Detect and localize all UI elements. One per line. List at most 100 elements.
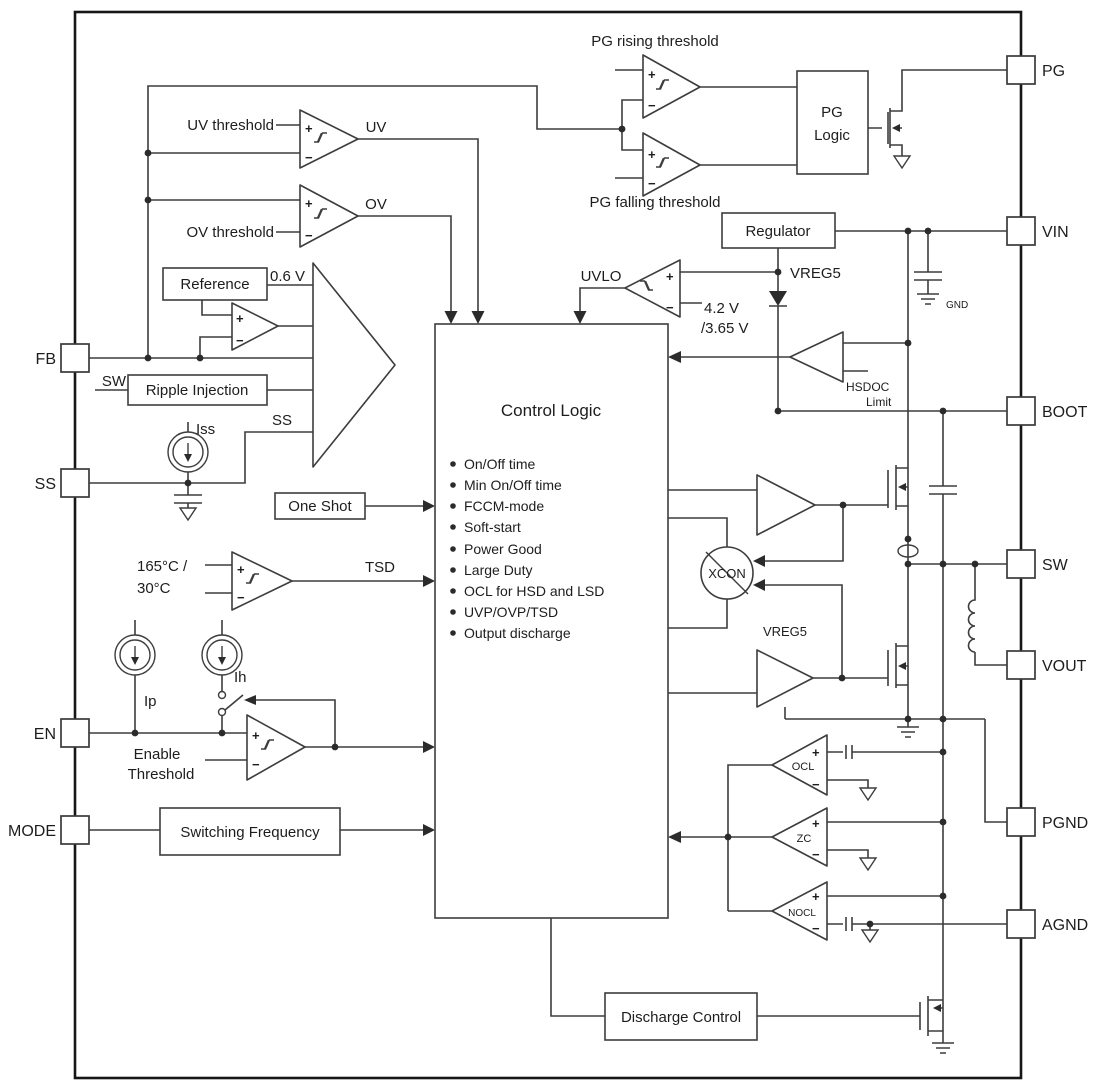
wire-vin	[835, 230, 1007, 294]
pin-vout	[1006, 650, 1036, 680]
wire-hs-fet	[887, 465, 909, 564]
ground-icon-ocl	[859, 787, 877, 801]
current-sense-oval	[897, 544, 919, 558]
list-item: OCL for HSD and LSD	[464, 583, 604, 599]
arrow-ocl-bus	[668, 831, 681, 843]
comparator-pg-falling	[642, 132, 701, 197]
comparator-enable	[246, 714, 306, 781]
block-discharge-control	[604, 992, 758, 1041]
wire-uvlo	[579, 271, 778, 311]
wire-ls-driver	[668, 584, 888, 694]
wire-discharge	[550, 918, 943, 1036]
minus-sign: −	[252, 757, 260, 772]
enable-threshold-2: Threshold	[128, 766, 195, 783]
minus-sign: −	[812, 847, 820, 862]
vreg5-node-label: VREG5	[790, 265, 841, 282]
plus-sign: +	[812, 816, 820, 831]
minus-sign: −	[648, 98, 656, 113]
pin-agnd	[1006, 909, 1036, 939]
pin-label-pgnd: PGND	[1042, 815, 1088, 832]
comparator-uvlo	[624, 259, 681, 318]
regulator-label: Regulator	[745, 223, 810, 240]
pin-label-ss: SS	[35, 476, 56, 493]
reference-label: Reference	[180, 276, 249, 293]
wire-uv	[148, 124, 479, 311]
pin-ss	[60, 468, 90, 498]
current-source-ip	[114, 634, 156, 676]
pin-mode	[60, 815, 90, 845]
comparator-zc	[771, 807, 828, 867]
ripple-injection-label: Ripple Injection	[146, 382, 249, 399]
list-item: UVP/OVP/TSD	[464, 604, 558, 620]
block-pg-logic	[796, 70, 869, 175]
list-item: Large Duty	[464, 562, 532, 578]
pin-label-sw: SW	[1042, 557, 1069, 574]
minus-sign: −	[666, 300, 674, 315]
hsdoc-limit-label: Limit	[866, 395, 892, 409]
arrow-xcon-top	[753, 555, 765, 567]
arrowheads	[244, 124, 941, 1012]
wire-pg-comp	[615, 69, 797, 179]
polarity-signs: +− +− +− +− +− +− +− +− +− +− +−	[236, 67, 820, 936]
pin-label-vin: VIN	[1042, 224, 1069, 241]
comparator-ocl	[771, 734, 828, 796]
minus-sign: −	[812, 777, 820, 792]
wire-boot	[778, 410, 1007, 564]
arrow-en	[423, 741, 435, 753]
xcon-label: XCON	[708, 566, 746, 581]
blocks	[127, 70, 869, 1041]
arrow-hsdoc	[668, 351, 681, 363]
pin-fb	[60, 343, 90, 373]
wire-hs-driver	[668, 489, 888, 562]
plus-sign: +	[305, 196, 313, 211]
gnd-icon-ls-source	[896, 726, 920, 738]
wire-reference	[199, 284, 313, 358]
comparator-ov	[299, 184, 359, 248]
comparator-uv	[299, 109, 359, 169]
wire-inductor	[967, 564, 1007, 666]
diode-vreg5	[769, 291, 787, 306]
comparators	[231, 54, 919, 941]
ip-label: Ip	[144, 693, 157, 710]
wire-gnd-row	[784, 707, 1007, 823]
block-control-logic	[434, 323, 669, 919]
pin-label-boot: BOOT	[1042, 404, 1088, 421]
vref-label: 0.6 V	[270, 268, 305, 285]
minus-sign: −	[648, 176, 656, 191]
minus-sign: −	[812, 921, 820, 936]
list-item: FCCM-mode	[464, 498, 544, 514]
gnd-icon-vin-cap	[916, 293, 940, 305]
switching-frequency-label: Switching Frequency	[180, 824, 320, 841]
arrow-ov-into-logic	[444, 311, 458, 324]
amp-hsdoc	[789, 331, 844, 383]
block-regulator	[721, 212, 836, 249]
ocl-label: OCL	[792, 761, 815, 773]
pg-logic-label-1: PG	[821, 104, 843, 121]
wire-ov	[148, 199, 452, 311]
xcon-slash	[705, 551, 749, 595]
discharge-control-label: Discharge Control	[621, 1009, 741, 1026]
ground-icon-zc	[859, 857, 877, 871]
minus-sign: −	[236, 333, 244, 348]
pin-boxes	[60, 55, 1036, 939]
arrow-oneshot	[423, 500, 435, 512]
error-amp	[312, 262, 396, 468]
pin-label-agnd: AGND	[1042, 917, 1088, 934]
pg-falling-threshold-label: PG falling threshold	[590, 194, 721, 211]
comparator-nocl	[771, 881, 828, 941]
list-item: Min On/Off time	[464, 477, 562, 493]
control-logic-title: Control Logic	[501, 401, 602, 420]
switch-contact-bottom	[217, 707, 227, 717]
pin-label-mode: MODE	[8, 823, 56, 840]
ov-signal-label: OV	[365, 196, 387, 213]
iss-label: Iss	[196, 421, 215, 438]
one-shot-label: One Shot	[288, 498, 352, 515]
uvlo-falling-level: /3.65 V	[701, 320, 749, 337]
body-diode-pg	[892, 124, 900, 132]
pin-label-vout: VOUT	[1042, 658, 1087, 675]
pg-logic-label-2: Logic	[814, 127, 850, 144]
zc-label: ZC	[797, 833, 812, 845]
gnd-icon-discharge	[931, 1042, 955, 1054]
body-diode-discharge	[933, 1004, 941, 1012]
